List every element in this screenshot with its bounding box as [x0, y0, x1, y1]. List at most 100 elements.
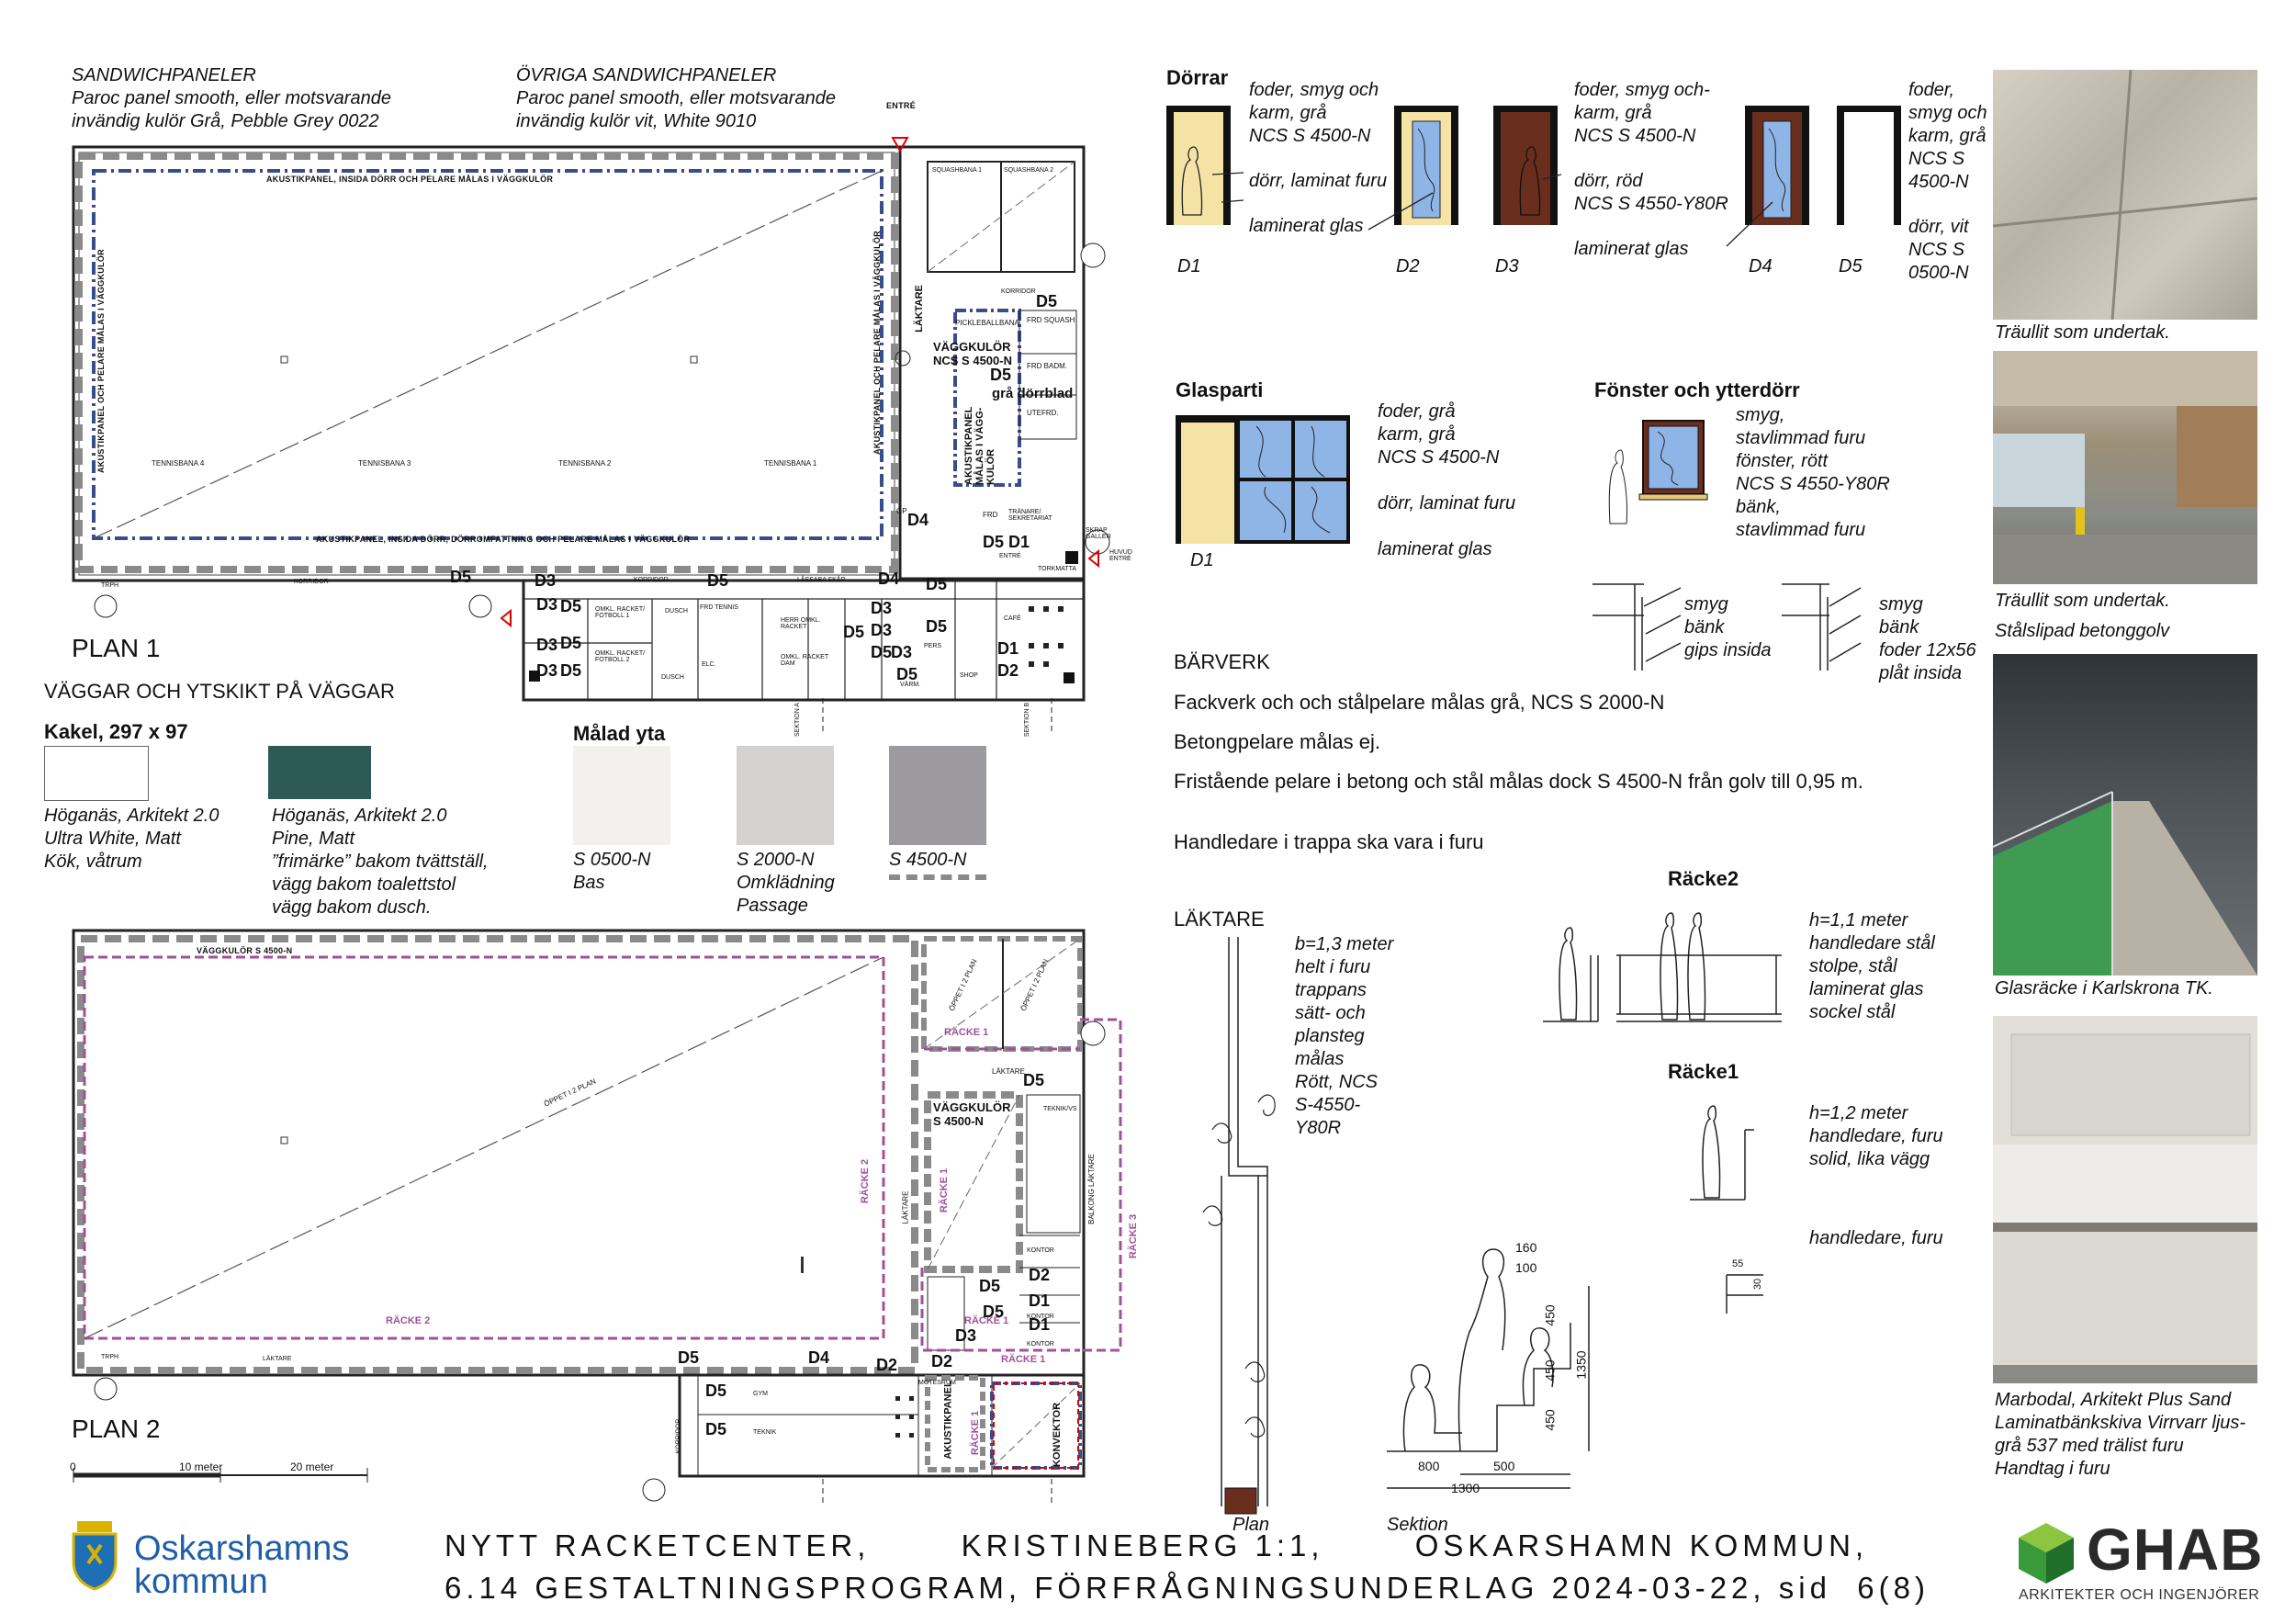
- omkl-1-label: OMKL. RACKET/ FOTBOLL 1: [595, 606, 646, 619]
- ghab-logo-text: GHAB: [2087, 1517, 2264, 1583]
- dusch-label-2: DUSCH: [661, 674, 684, 681]
- ghab-subtitle: ARKITEKTER OCH INGENJÖRER: [2019, 1587, 2260, 1603]
- door-marker: D5: [560, 661, 582, 680]
- omkl-2-label: OMKL. RACKET/ FOTBOLL 2: [595, 650, 646, 663]
- dim-450-b: 450: [1542, 1359, 1558, 1382]
- door-marker: D5: [560, 597, 582, 615]
- door-marker: D5: [983, 533, 1005, 551]
- utefrd-label: UTEFRD.: [1027, 409, 1059, 417]
- racke1-label-low: RÄCKE 1: [964, 1315, 1009, 1326]
- plan1-acoustic-bottom: AKUSTIKPANEL, INSIDA DÖRR, DÖRROMFATTNIN…: [316, 535, 691, 544]
- photo-wood-wool-ceiling: [1993, 70, 2257, 320]
- door-marker: D3: [871, 599, 893, 617]
- door-marker: D3: [955, 1326, 977, 1345]
- photo-caption-2: Träullit som undertak.Stålslipad betongg…: [1995, 591, 2170, 641]
- sill-details: [1593, 583, 1862, 671]
- plan2-acoustic-label: AKUSTIKPANEL: [942, 1381, 954, 1460]
- photo-kitchen: [1993, 1016, 2257, 1383]
- door-marker: D2: [931, 1352, 953, 1370]
- door-marker: D4: [808, 1348, 830, 1367]
- frd-label: FRD: [983, 511, 998, 519]
- door-marker: D4: [907, 511, 929, 529]
- door-marker: D1: [1008, 533, 1030, 551]
- laktare-section-label: Sektion: [1387, 1515, 1448, 1535]
- dim-1350: 1350: [1573, 1350, 1589, 1380]
- door-marker: D5: [560, 634, 582, 652]
- shop-label: SHOP: [960, 672, 978, 679]
- racke1-dim-55: 55: [1732, 1258, 1744, 1269]
- door-label-d2: D2: [1396, 256, 1420, 276]
- dim-500: 500: [1493, 1459, 1515, 1473]
- door-marker: D5: [926, 575, 948, 593]
- door-marker: D4: [878, 570, 900, 588]
- racke1-label-mid: RÄCKE 1: [939, 1167, 951, 1213]
- plan1-korridor-2: KORRIDOR: [294, 579, 329, 585]
- konvektor-label: KONVEKTOR: [1052, 1402, 1064, 1468]
- plan1-service-block: [522, 579, 1086, 702]
- racke2-label-side: RÄCKE 2: [860, 1158, 872, 1204]
- plan2-laktare: LÄKTARE: [992, 1067, 1025, 1076]
- door-marker: D5: [678, 1348, 700, 1367]
- door-marker: D5: [979, 1277, 1001, 1295]
- footer-line-1: NYTT RACKETCENTER, KRISTINEBERG 1:1, OSK…: [445, 1528, 1869, 1562]
- laktare-plan-label: Plan: [1232, 1515, 1270, 1535]
- walls-heading: VÄGGAR OCH YTSKIKT PÅ VÄGGAR: [44, 680, 395, 703]
- plan2-laktare-bottom: LÄKTARE: [263, 1356, 292, 1362]
- plan2-korridor: KORRIDOR: [675, 1418, 682, 1454]
- barverk-line-1: Fackverk och och stålpelare målas grå, N…: [1174, 691, 1665, 714]
- barverk-line-2: Betongpelare målas ej.: [1174, 730, 1381, 753]
- door-label-d3: D3: [1495, 256, 1519, 276]
- pickleball-label: PICKLEBALLBANA: [955, 319, 1019, 327]
- door-marker: D3: [536, 661, 558, 680]
- dim-1300: 1300: [1451, 1481, 1480, 1495]
- frd-tennis-label: FRD TENNIS: [700, 604, 738, 611]
- glasparti-heading: Glasparti: [1176, 378, 1264, 401]
- motesrum-label: MÖTESRUM: [918, 1380, 956, 1386]
- dusch-label-1: DUSCH: [665, 608, 688, 615]
- plan-2-drawing: [72, 929, 1122, 1506]
- kontor-label-1: KONTOR: [1027, 1247, 1054, 1254]
- laktare-heading: LÄKTARE: [1174, 908, 1265, 930]
- plan1-east-wing: [898, 145, 1086, 581]
- dam-label: OMKL. RACKET DAM: [781, 654, 828, 667]
- squash-2-label: SQUASHBANA 2: [1004, 167, 1054, 174]
- door-marker: D5: [705, 1382, 727, 1400]
- door-marker: D2: [876, 1356, 898, 1374]
- glasparti-label: D1: [1190, 550, 1214, 570]
- door-marker: D5: [843, 623, 865, 641]
- racke1-dim-30: 30: [1752, 1278, 1764, 1291]
- court-label-1: TENNISBANA 1: [764, 459, 817, 468]
- lassab-label: LÅSSABA SKÅP: [797, 577, 846, 583]
- plan1-title: PLAN 1: [72, 634, 161, 662]
- main-entrance-label: HUVUD ENTRÉ: [1109, 549, 1132, 562]
- door-marker: D5: [705, 1420, 727, 1438]
- door-label-d5: D5: [1839, 256, 1863, 276]
- pers-label: PERS: [924, 643, 942, 649]
- racke1-elevation: [1690, 1105, 1763, 1314]
- fonster-heading: Fönster och ytterdörr: [1594, 378, 1800, 401]
- herr-label: HERR OMKL. RACKET: [781, 617, 821, 630]
- court-label-3: TENNISBANA 3: [358, 459, 411, 468]
- swatch-ultra-white: [44, 746, 149, 801]
- photo-glass-railing: [1993, 654, 2257, 976]
- photo-caption-1: Träullit som undertak.: [1995, 322, 2170, 343]
- scale-10: 10 meter: [179, 1460, 223, 1473]
- dim-160: 160: [1515, 1240, 1537, 1255]
- racke3-label: RÄCKE 3: [1128, 1213, 1140, 1259]
- door-marker: D1: [1029, 1315, 1051, 1334]
- teknik-vs-label: TEKNIK/VS: [1043, 1106, 1077, 1112]
- glasparti-elevation: [1176, 415, 1350, 544]
- court-label-4: TENNISBANA 4: [152, 459, 205, 468]
- racke2-label-bottom: RÄCKE 2: [386, 1315, 431, 1326]
- paint3-legend-line: [889, 874, 986, 880]
